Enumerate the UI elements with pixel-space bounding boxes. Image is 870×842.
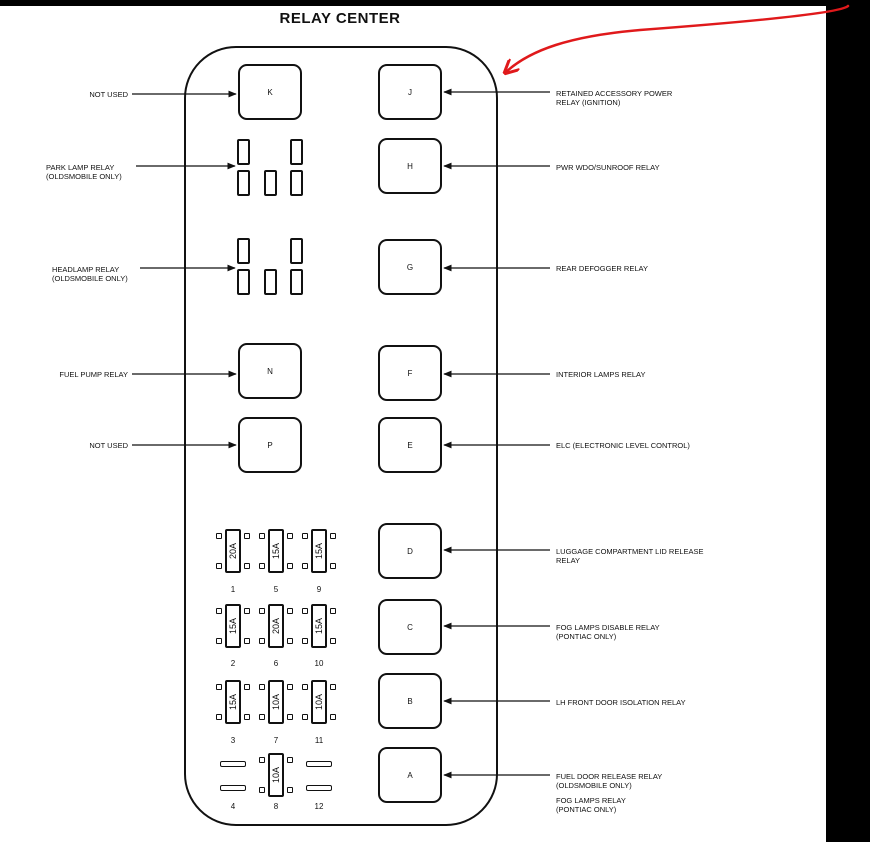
label-relay-h: PWR WDO/SUNROOF RELAY — [556, 163, 660, 172]
fuse-number: 1 — [230, 585, 236, 594]
label-relay-d-line1: LUGGAGE COMPARTMENT LID RELEASE — [556, 547, 704, 556]
relay-letter: F — [407, 368, 413, 378]
relay-f: F — [378, 345, 442, 401]
park-lamp-slot — [237, 139, 250, 165]
fuse-5: 15A — [259, 529, 293, 573]
relay-letter: A — [407, 770, 413, 780]
label-relay-f: INTERIOR LAMPS RELAY — [556, 370, 646, 379]
park-lamp-slot — [290, 170, 303, 196]
relay-letter: N — [267, 366, 273, 376]
label-headlamp-line2: (OLDSMOBILE ONLY) — [52, 274, 128, 283]
label-relay-a-line4: (PONTIAC ONLY) — [556, 805, 617, 814]
fuse-number: 5 — [273, 585, 279, 594]
top-border-bar — [0, 0, 870, 6]
headlamp-slot — [290, 238, 303, 264]
fuse-number: 8 — [273, 802, 279, 811]
label-relay-g: REAR DEFOGGER RELAY — [556, 264, 648, 273]
relay-letter: J — [408, 87, 412, 97]
fuse-2: 15A — [216, 604, 250, 648]
label-headlamp-line1: HEADLAMP RELAY — [52, 265, 120, 274]
park-lamp-slot — [264, 170, 277, 196]
label-relay-e: ELC (ELECTRONIC LEVEL CONTROL) — [556, 441, 690, 450]
fuse-10: 15A — [302, 604, 336, 648]
red-annotation-arrow — [506, 4, 850, 72]
label-relay-a-line2: (OLDSMOBILE ONLY) — [556, 781, 632, 790]
relay-h: H — [378, 138, 442, 194]
relay-letter: D — [407, 546, 413, 556]
relay-a: A — [378, 747, 442, 803]
headlamp-slot — [264, 269, 277, 295]
fuse-number: 6 — [273, 659, 279, 668]
relay-letter: P — [267, 440, 273, 450]
label-park-lamp-line2: (OLDSMOBILE ONLY) — [46, 172, 122, 181]
fuse-9: 15A — [302, 529, 336, 573]
relay-letter: B — [407, 696, 413, 706]
diagram-title: RELAY CENTER — [279, 10, 401, 27]
fuse-3: 15A — [216, 680, 250, 724]
relay-letter: E — [407, 440, 413, 450]
park-lamp-slot — [237, 170, 250, 196]
label-not-used-p: NOT USED — [89, 441, 128, 450]
label-relay-c-line1: FOG LAMPS DISABLE RELAY — [556, 623, 660, 632]
relay-e: E — [378, 417, 442, 473]
label-relay-j-line1: RETAINED ACCESSORY POWER — [556, 89, 673, 98]
headlamp-slot — [237, 269, 250, 295]
fuse-7: 10A — [259, 680, 293, 724]
relay-b: B — [378, 673, 442, 729]
relay-letter: C — [407, 622, 413, 632]
park-lamp-slot — [290, 139, 303, 165]
relay-letter: H — [407, 161, 413, 171]
fuse-number: 12 — [314, 802, 324, 811]
label-relay-j-line2: RELAY (IGNITION) — [556, 98, 621, 107]
right-border-bar — [826, 0, 870, 842]
headlamp-slot — [237, 238, 250, 264]
label-park-lamp-line1: PARK LAMP RELAY — [46, 163, 115, 172]
fuse-number: 10 — [314, 659, 324, 668]
fuse-number: 4 — [230, 802, 236, 811]
fuse-number: 2 — [230, 659, 236, 668]
empty-fuse-slot — [306, 785, 332, 791]
label-relay-b: LH FRONT DOOR ISOLATION RELAY — [556, 698, 686, 707]
relay-n: N — [238, 343, 302, 399]
label-relay-d-line2: RELAY — [556, 556, 581, 565]
relay-j: J — [378, 64, 442, 120]
relay-letter: G — [406, 262, 414, 272]
relay-g: G — [378, 239, 442, 295]
empty-fuse-slot — [306, 761, 332, 767]
relay-d: D — [378, 523, 442, 579]
fuse-number: 11 — [314, 736, 324, 745]
label-not-used-k: NOT USED — [89, 90, 128, 99]
empty-fuse-slot — [220, 785, 246, 791]
relay-center-panel — [184, 46, 498, 826]
headlamp-slot — [290, 269, 303, 295]
label-relay-a-line1: FUEL DOOR RELEASE RELAY — [556, 772, 663, 781]
fuse-11: 10A — [302, 680, 336, 724]
fuse-number: 9 — [316, 585, 322, 594]
relay-p: P — [238, 417, 302, 473]
fuse-1: 20A — [216, 529, 250, 573]
label-relay-a-line3: FOG LAMPS RELAY — [556, 796, 626, 805]
relay-c: C — [378, 599, 442, 655]
fuse-number: 7 — [273, 736, 279, 745]
fuse-8: 10A — [259, 753, 293, 797]
empty-fuse-slot — [220, 761, 246, 767]
fuse-number: 3 — [230, 736, 236, 745]
label-fuel-pump: FUEL PUMP RELAY — [59, 370, 128, 379]
label-relay-c-line2: (PONTIAC ONLY) — [556, 632, 617, 641]
fuse-6: 20A — [259, 604, 293, 648]
relay-letter: K — [267, 87, 273, 97]
relay-k: K — [238, 64, 302, 120]
